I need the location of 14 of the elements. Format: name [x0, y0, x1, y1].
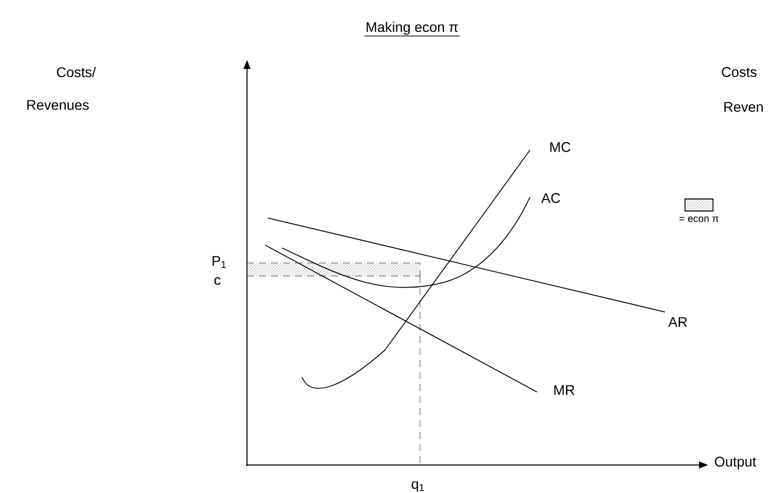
axis-label: c	[214, 277, 220, 285]
axis-label: P$_{1}$	[212, 256, 226, 268]
axis-label: Costs	[722, 67, 756, 77]
axis-label: Reven	[724, 102, 763, 112]
axis-label: Output	[714, 456, 756, 470]
axis-label: q$_{1}$	[412, 481, 424, 492]
axis-label: Costs/	[56, 66, 96, 78]
axis-label: AC	[541, 193, 560, 203]
axis-label: MR	[554, 385, 574, 395]
axis-label: AR	[668, 317, 687, 327]
axis-label: Revenues	[27, 100, 89, 110]
title: Making econ π	[366, 22, 458, 35]
axis-label: MC	[550, 142, 570, 152]
legend-text: = econ π	[680, 216, 719, 222]
